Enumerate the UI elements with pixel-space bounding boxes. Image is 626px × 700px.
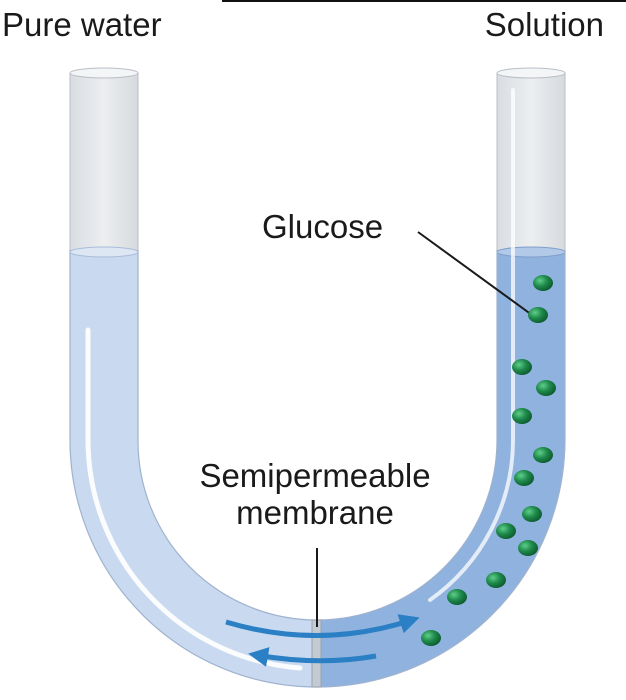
glucose-molecule — [486, 572, 506, 588]
glucose-molecule — [514, 470, 534, 486]
glucose-molecule — [533, 275, 553, 291]
left-tube-empty-section — [69, 72, 139, 254]
solution-label: Solution — [484, 6, 604, 43]
left-tube-rim — [69, 67, 139, 79]
arrow-water-to-solution — [225, 614, 420, 638]
glucose-molecule — [496, 523, 516, 539]
left-water-surface — [69, 246, 139, 258]
glucose-molecule — [536, 380, 556, 396]
glucose-molecule — [447, 589, 467, 605]
glucose-molecule — [533, 447, 553, 463]
membrane-label: Semipermeable membrane — [160, 457, 470, 532]
glucose-molecule — [421, 630, 441, 646]
right-tube-rim — [496, 67, 566, 79]
right-solution-surface — [496, 246, 566, 258]
glucose-molecule — [512, 359, 532, 375]
membrane-label-line2: membrane — [236, 493, 394, 531]
glucose-molecule — [528, 307, 548, 323]
semipermeable-membrane — [311, 619, 322, 688]
membrane-label-line1: Semipermeable — [199, 457, 431, 494]
glucose-molecule — [522, 506, 542, 522]
glucose-molecule — [518, 540, 538, 556]
glucose-pointer-line — [417, 231, 533, 316]
glass-highlight-right — [428, 88, 515, 602]
glucose-molecules — [421, 275, 556, 646]
arrow-solution-to-water — [248, 647, 377, 667]
top-border-line — [222, 0, 626, 2]
glucose-label: Glucose — [262, 208, 384, 245]
glucose-molecule — [512, 408, 532, 424]
right-tube-empty-section — [496, 72, 566, 254]
pure-water-label: Pure water — [2, 6, 162, 43]
